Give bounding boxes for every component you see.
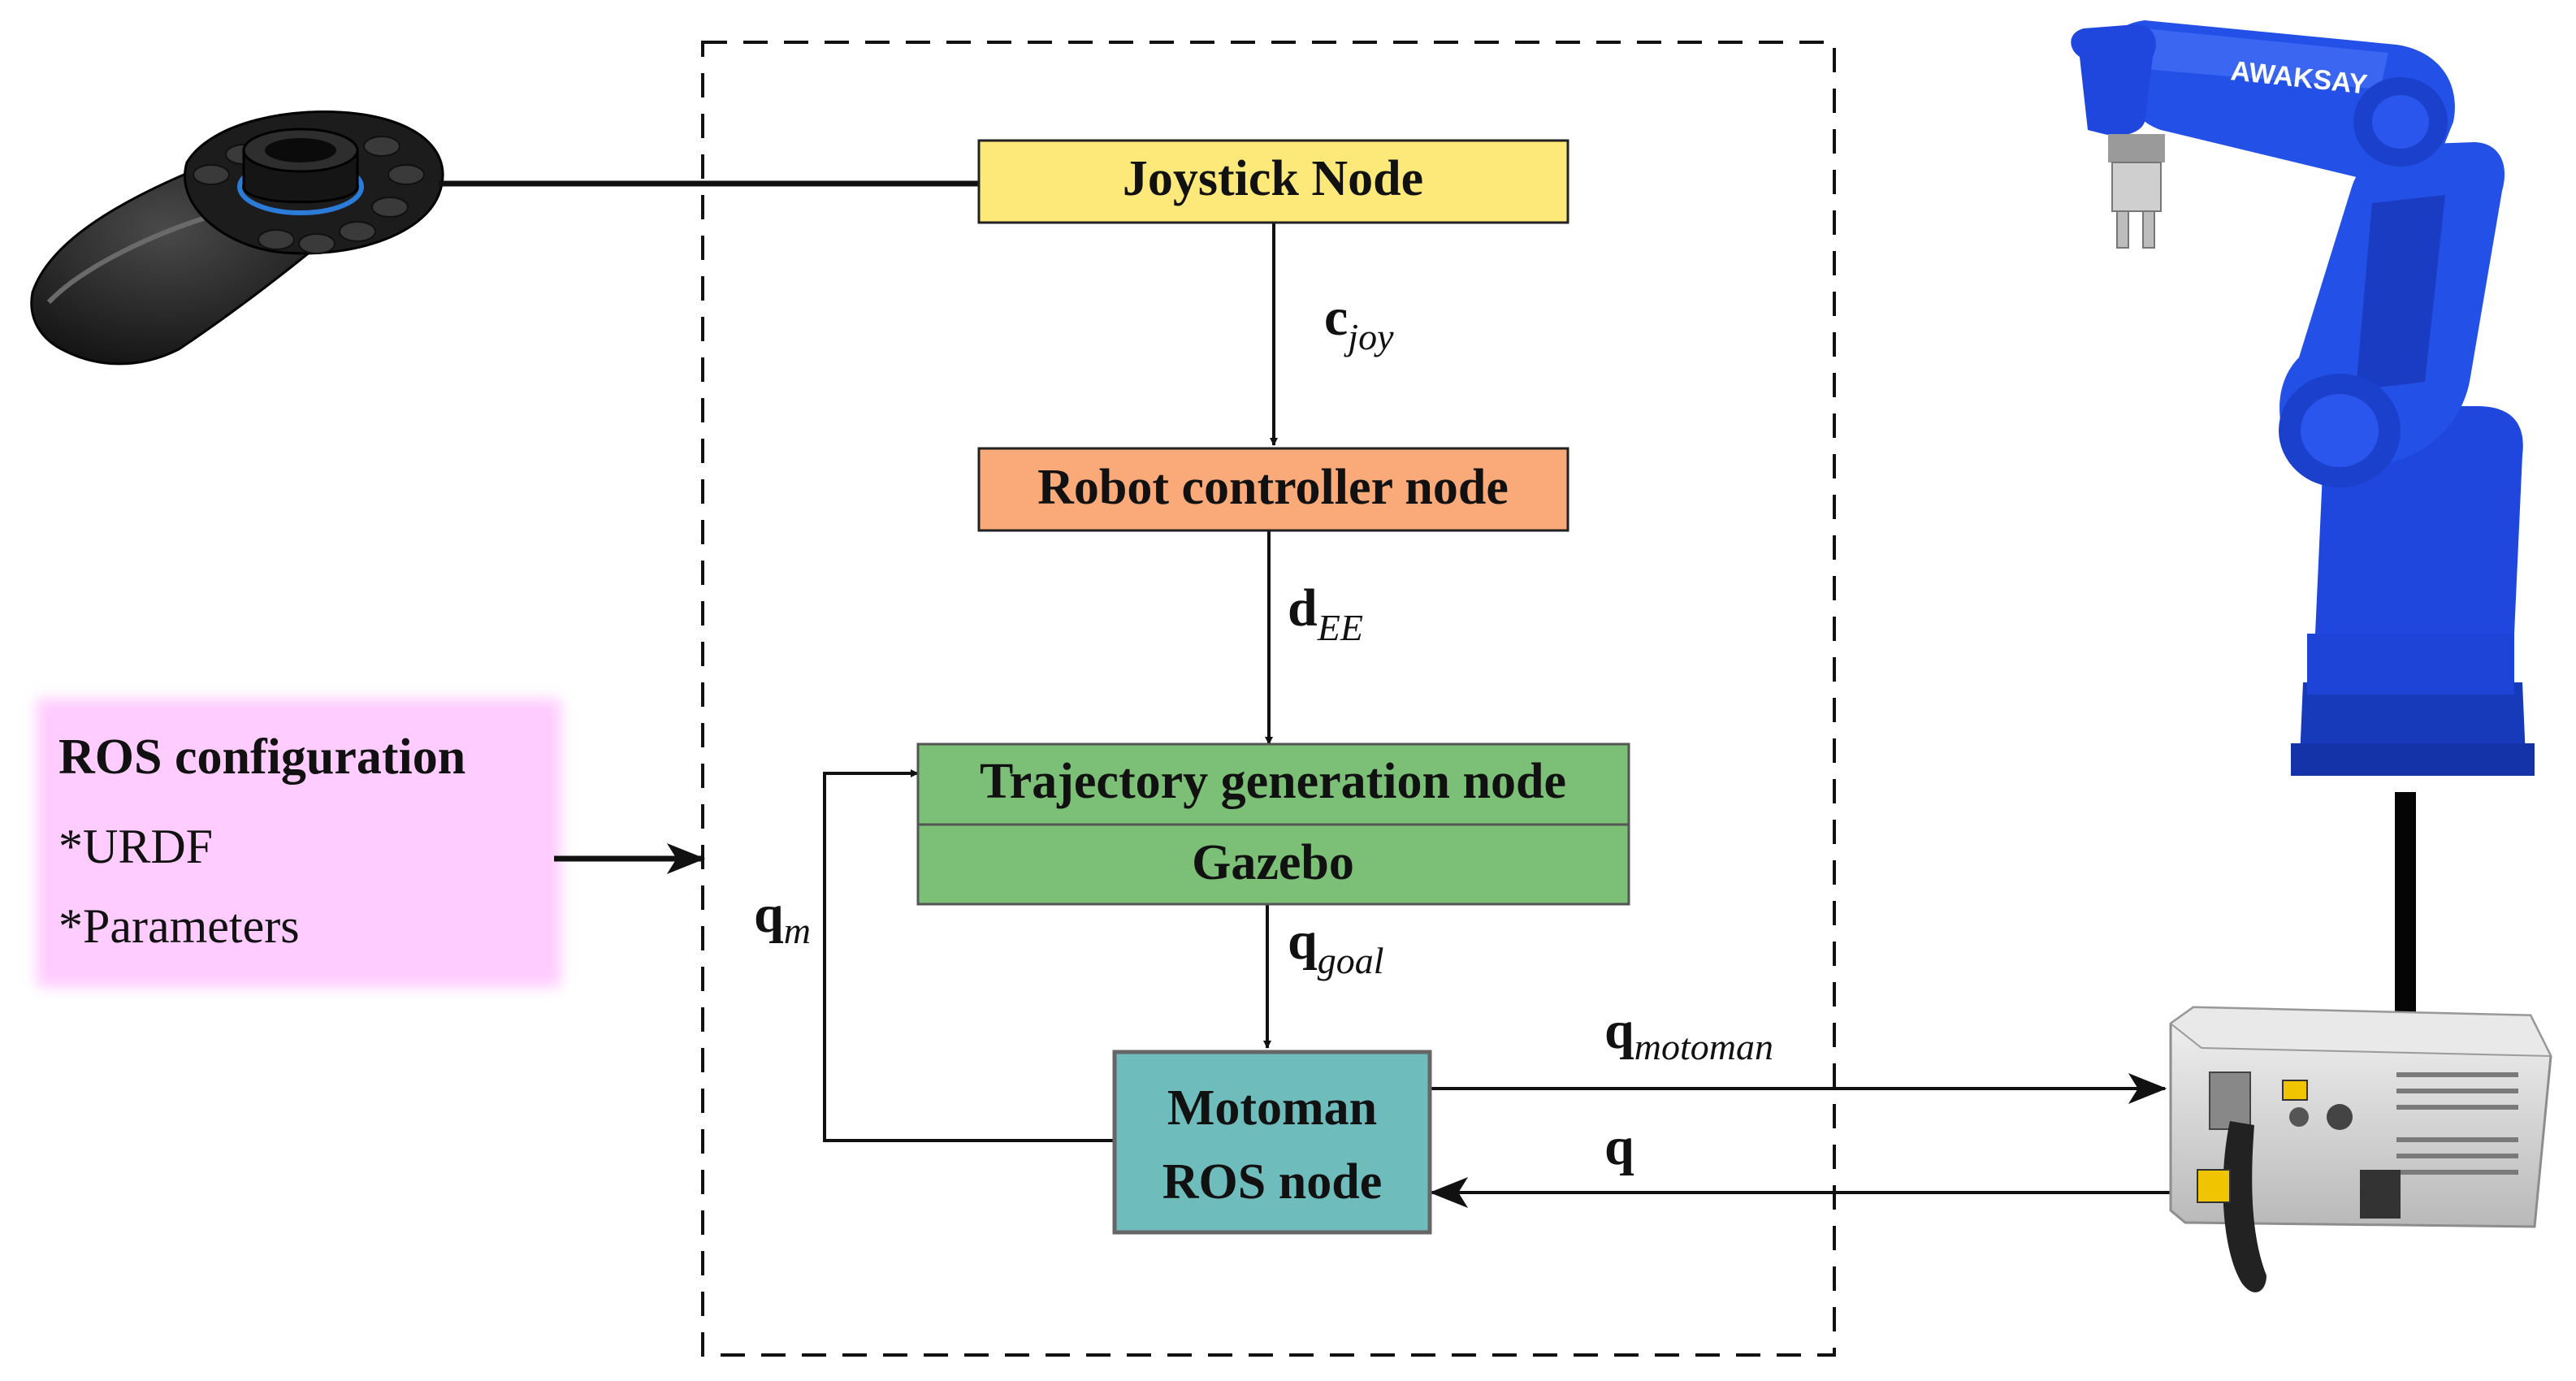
gazebo-node-label: Gazebo	[1192, 835, 1354, 890]
signal-c-joy: cjoy	[1324, 288, 1394, 357]
motoman-ros-node: Motoman ROS node	[1112, 1050, 1432, 1235]
gazebo-node-box	[916, 823, 1630, 906]
robot-controller-node-label: Robot controller node	[1037, 460, 1509, 515]
joystick-node-label: Joystick Node	[1123, 151, 1423, 206]
3d-mouse-joystick-icon	[30, 110, 444, 366]
ros-configuration-title: ROS configuration	[58, 729, 465, 785]
yaskawa-robot-arm-icon: AWAKSAY	[2071, 20, 2535, 776]
motoman-node-box	[1112, 1050, 1432, 1235]
ros-system-boundary	[701, 41, 1836, 1357]
signal-q-m: qm	[754, 885, 811, 951]
ros-configuration-parameters: *Parameters	[58, 899, 300, 953]
joystick-node-box	[977, 139, 1569, 224]
motoman-node-label-line1: Motoman	[1167, 1080, 1377, 1136]
arrow-feedback-qm	[823, 769, 1115, 1142]
robot-controller-node: Robot controller node	[977, 447, 1569, 532]
motoman-node-label-line2: ROS node	[1162, 1154, 1382, 1210]
trajectory-gazebo-node: Trajectory generation node Gazebo	[916, 742, 1630, 906]
signal-q-goal: qgoal	[1288, 911, 1384, 981]
signal-d-ee: dEE	[1288, 578, 1363, 648]
trajectory-node-label: Trajectory generation node	[980, 754, 1566, 809]
robot-controller-node-box	[977, 447, 1569, 532]
joystick-node: Joystick Node	[977, 139, 1569, 224]
trajectory-node-box	[916, 742, 1630, 826]
signal-q-motoman: qmotoman	[1604, 1001, 1773, 1067]
ros-configuration-urdf: *URDF	[58, 820, 213, 873]
signal-q: q	[1604, 1117, 1634, 1176]
ros-configuration-box: ROS configuration *URDF *Parameters	[37, 699, 561, 987]
robot-controller-cabinet-icon	[2169, 1006, 2552, 1292]
